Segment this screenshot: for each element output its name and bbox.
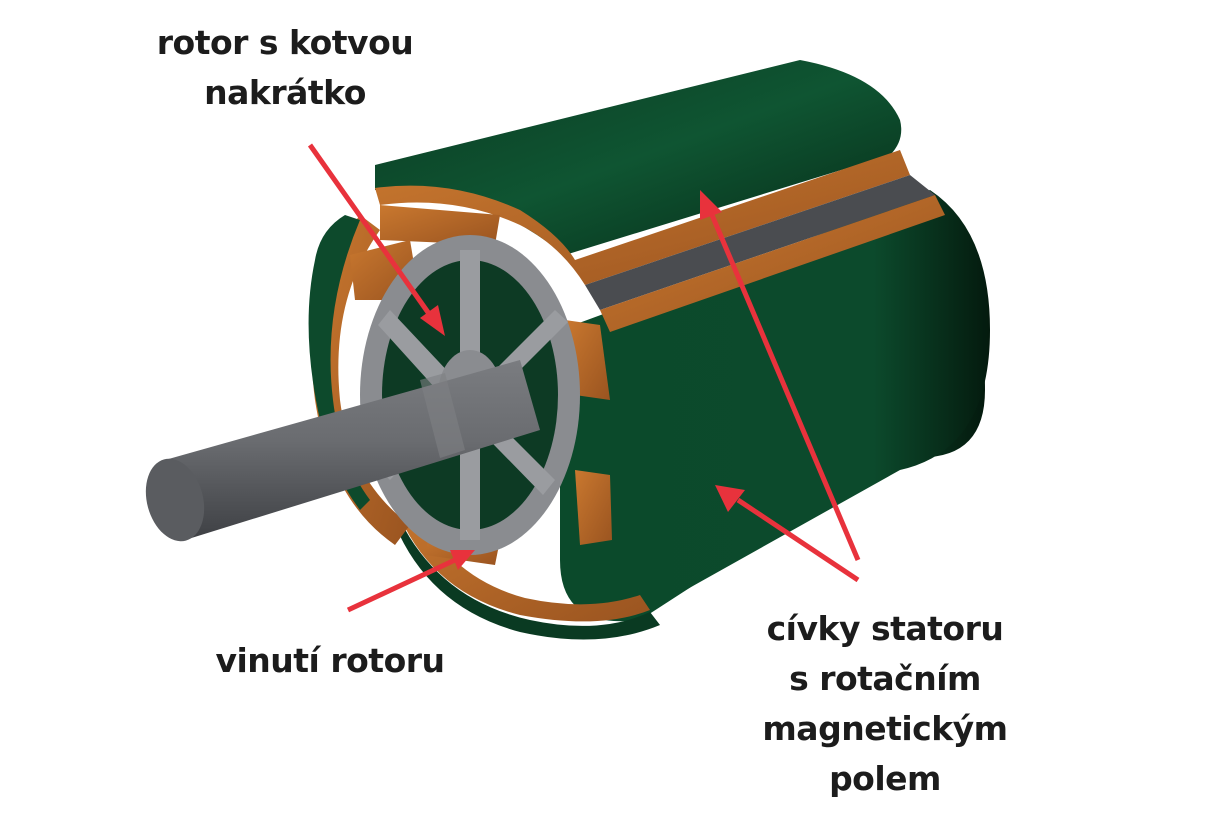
label-rotor-winding: vinutí rotoru <box>190 636 470 686</box>
annotation-arrows <box>307 143 861 613</box>
label-line: vinutí rotoru <box>215 641 445 680</box>
arrow-stator-upper <box>700 190 861 561</box>
label-line: s rotačním <box>789 659 981 698</box>
arrow-rotor-cage <box>307 143 445 336</box>
label-line: cívky statoru <box>766 609 1004 648</box>
shaft <box>145 360 540 542</box>
arrow-stator-right <box>715 485 860 583</box>
label-line: rotor s kotvou <box>156 23 414 62</box>
label-line: magnetickým <box>762 709 1008 748</box>
label-line: polem <box>829 759 941 798</box>
label-stator-coils: cívky statoru s rotačním magnetickým pol… <box>730 604 1040 804</box>
label-line: nakrátko <box>204 73 366 112</box>
arrow-rotor-winding <box>346 550 475 613</box>
label-rotor-cage: rotor s kotvou nakrátko <box>140 18 430 118</box>
stator-body <box>375 60 990 640</box>
